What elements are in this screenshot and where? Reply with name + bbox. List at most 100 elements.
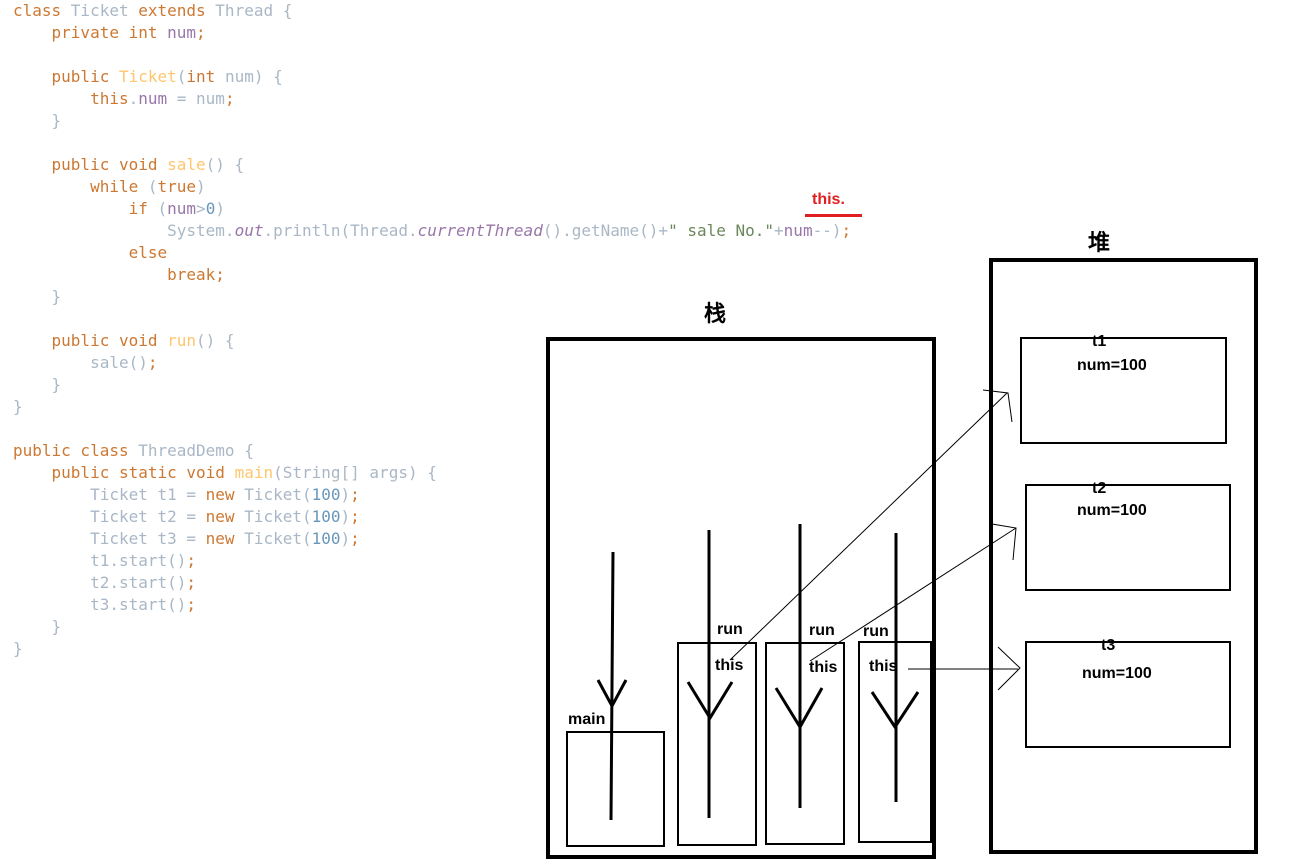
code-line: } [13, 374, 851, 396]
heap-box [989, 258, 1258, 854]
code-line: Ticket t2 = new Ticket(100); [13, 506, 851, 528]
run2-thread-arrow [774, 524, 824, 808]
code-token: } [13, 639, 23, 658]
stack-title: 栈 [704, 302, 726, 327]
code-token: extends [138, 1, 216, 20]
code-line: break; [13, 264, 851, 286]
code-token: num [138, 89, 168, 108]
code-token: } [13, 397, 23, 416]
code-token: ; [841, 221, 852, 240]
object-t2-name: t2 [1092, 480, 1106, 497]
code-token: () { [196, 331, 235, 350]
this-label-2: this [809, 659, 838, 676]
code-token: 100 [311, 507, 341, 526]
code-token: --) [812, 221, 842, 240]
code-line: Ticket t1 = new Ticket(100); [13, 484, 851, 506]
this-label-3: this [869, 658, 898, 675]
code-token: ( [176, 67, 187, 86]
heap-title: 堆 [1088, 231, 1110, 256]
code-token: Ticket( [244, 529, 312, 548]
code-token: Ticket [118, 67, 177, 86]
code-token: System. [13, 221, 235, 240]
code-token: ( [157, 199, 168, 218]
code-token: 0 [205, 199, 216, 218]
code-token: num) { [224, 67, 283, 86]
code-token: ; [350, 507, 360, 526]
code-line: public void sale() { [13, 154, 851, 176]
main-label: main [568, 711, 605, 728]
code-line: t2.start(); [13, 572, 851, 594]
run-frame-2 [765, 642, 845, 845]
main-frame [566, 731, 665, 847]
code-token: } [13, 617, 62, 636]
code-line: public Ticket(int num) { [13, 66, 851, 88]
object-t2 [1025, 484, 1231, 591]
code-token: sale [167, 155, 206, 174]
code-token: ; [186, 595, 197, 614]
code-line: public class ThreadDemo { [13, 440, 851, 462]
run1-thread-arrow [686, 530, 734, 818]
code-line: System.out.println(Thread.currentThread(… [13, 220, 851, 242]
object-t3 [1025, 641, 1231, 748]
code-listing: class Ticket extends Thread { private in… [13, 0, 851, 660]
code-token: ) [340, 529, 351, 548]
code-token: .println(Thread. [263, 221, 418, 240]
code-token: ) [340, 485, 351, 504]
code-token: this [13, 89, 129, 108]
code-line: } [13, 286, 851, 308]
run-label-2: run [809, 622, 835, 639]
code-token: = num [167, 89, 225, 108]
code-token: { [282, 1, 293, 20]
run-label-1: run [717, 621, 743, 638]
code-token: new [205, 485, 245, 504]
code-token: num [167, 199, 197, 218]
code-line: } [13, 110, 851, 132]
code-token: main [234, 463, 274, 482]
code-token: else [13, 243, 168, 262]
code-token: ; [186, 573, 197, 592]
code-token: t1.start() [13, 551, 187, 570]
code-token: ; [350, 529, 360, 548]
code-line: class Ticket extends Thread { [13, 0, 851, 22]
code-line: if (num>0) [13, 198, 851, 220]
code-token: break; [13, 265, 225, 284]
code-token: new [205, 529, 245, 548]
code-token: out [234, 221, 264, 240]
code-token: true [157, 177, 197, 196]
annotation-underline [805, 214, 862, 217]
code-token: (String[] args) { [273, 463, 437, 482]
code-token: ; [147, 353, 158, 372]
code-token: . [128, 89, 139, 108]
code-token: > [196, 199, 206, 218]
code-token: Ticket t2 = [13, 507, 206, 526]
code-token: num [783, 221, 813, 240]
ref-arrow-t1 [729, 389, 1013, 661]
code-token: ; [350, 485, 360, 504]
code-line: t3.start(); [13, 594, 851, 616]
object-t1 [1020, 337, 1227, 444]
code-token: currentThread [417, 221, 543, 240]
code-line: while (true) [13, 176, 851, 198]
code-token: ThreadDemo [138, 441, 245, 460]
code-token: } [13, 375, 62, 394]
code-token: } [13, 287, 62, 306]
code-token: run [167, 331, 197, 350]
code-token: num [167, 23, 197, 42]
code-token: ) [340, 507, 351, 526]
code-token: class [13, 1, 71, 20]
code-token: } [13, 111, 62, 130]
code-line: } [13, 638, 851, 660]
code-token: new [205, 507, 245, 526]
code-token: 100 [311, 529, 341, 548]
code-token: t3.start() [13, 595, 187, 614]
stack-box [546, 337, 936, 859]
code-line: t1.start(); [13, 550, 851, 572]
object-t3-field: num=100 [1082, 665, 1152, 682]
code-token: " sale No." [668, 221, 775, 240]
code-line: sale(); [13, 352, 851, 374]
run3-thread-arrow [870, 533, 920, 802]
code-token: ) [215, 199, 225, 218]
code-token: { [244, 441, 254, 460]
run-label-3: run [863, 623, 889, 640]
